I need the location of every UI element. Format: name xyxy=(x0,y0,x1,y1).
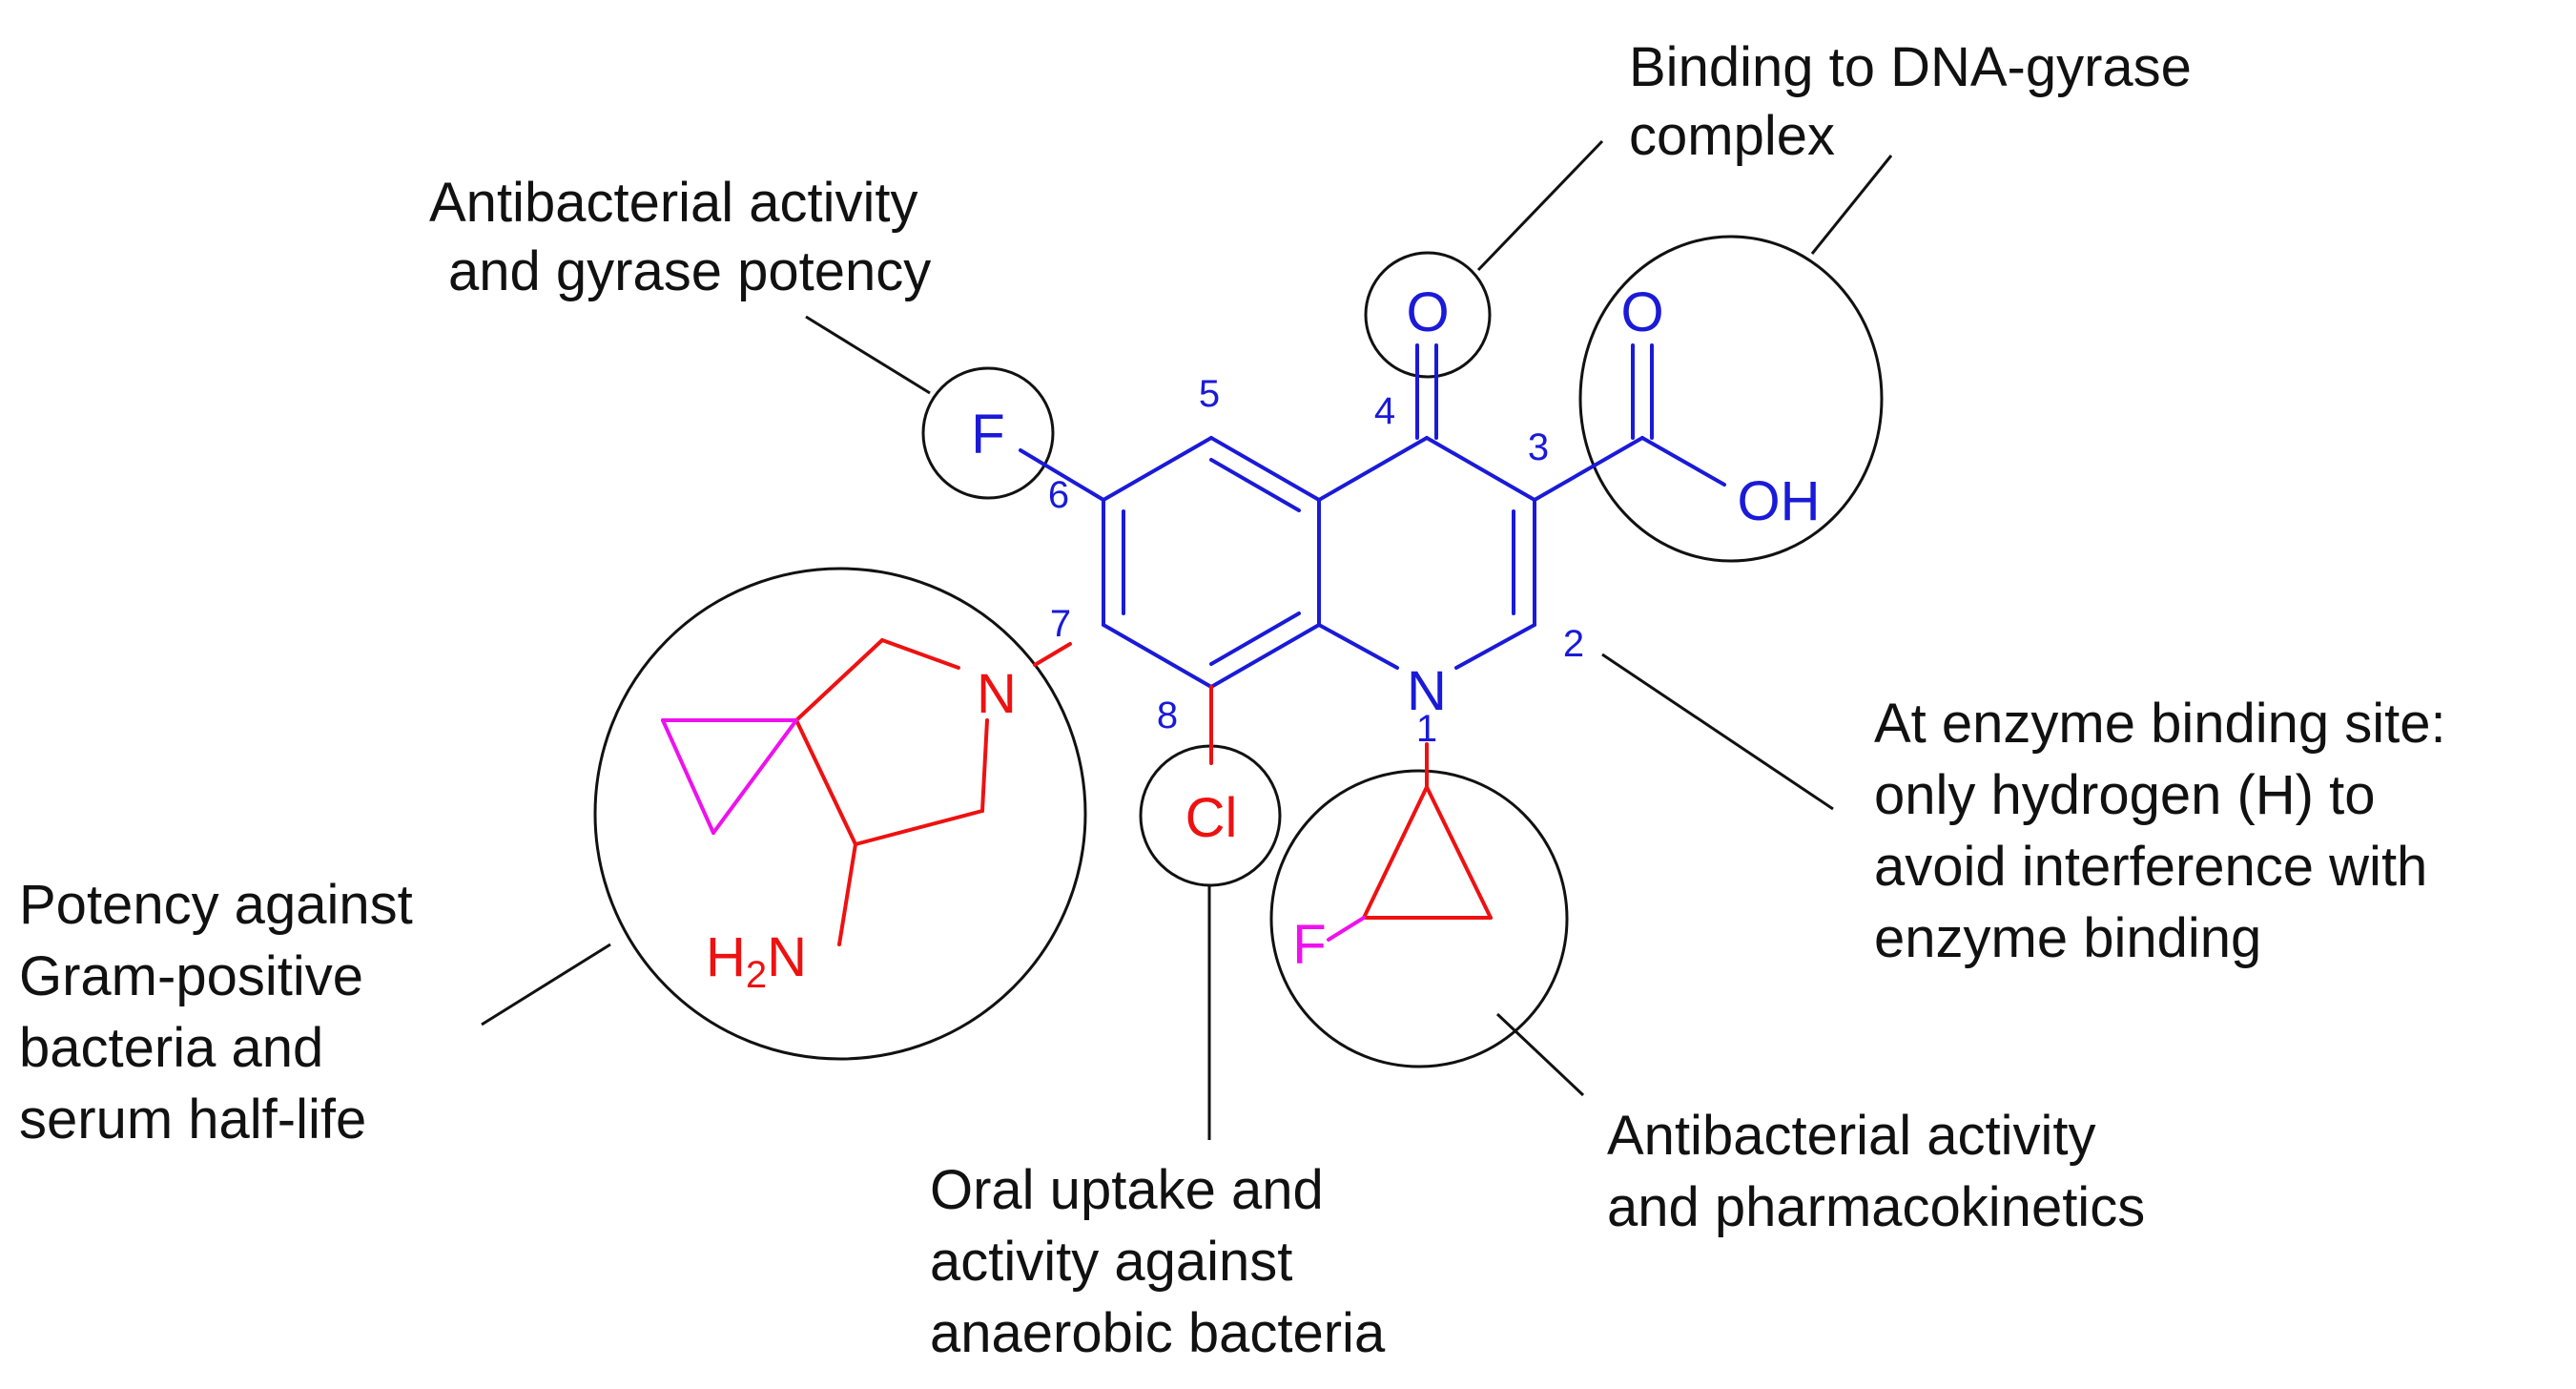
leader-lines xyxy=(481,139,1893,1140)
atom-ring-nitrogen: N xyxy=(1407,660,1447,722)
atom-labels: O O OH F N N Cl F H2N xyxy=(706,281,1821,996)
quinolone-core xyxy=(1019,343,1726,689)
position-number-4: 4 xyxy=(1374,390,1395,432)
atom-fluorine-c6: F xyxy=(971,404,1004,466)
position-number-6: 6 xyxy=(1048,474,1069,516)
c7-substituent-circle xyxy=(593,567,1087,1061)
position-number-3: 3 xyxy=(1528,426,1549,468)
fluorine-c6-circle xyxy=(921,366,1055,500)
atom-keto-oxygen: O xyxy=(1406,281,1449,343)
n1-substituent-circle xyxy=(1269,769,1569,1068)
position-number-1: 1 xyxy=(1416,708,1437,750)
caption-c2-hydrogen: At enzyme binding site: only hydrogen (H… xyxy=(1874,693,2462,969)
leader-keto xyxy=(1476,139,1604,272)
position-number-7: 7 xyxy=(1050,603,1071,645)
position-number-2: 2 xyxy=(1563,623,1584,665)
caption-c6-fluorine: Antibacterial activity and gyrase potenc… xyxy=(429,172,934,302)
leader-c2 xyxy=(1601,653,1834,811)
atom-fluorine-cyclopropyl: F xyxy=(1292,914,1326,976)
caption-n1-substituent: Antibacterial activity and pharmacokinet… xyxy=(1607,1105,2145,1238)
position-numbers: 1 2 3 4 5 6 7 8 xyxy=(1048,373,1584,750)
keto-circle xyxy=(1364,251,1492,379)
atom-acid-oxygen: O xyxy=(1620,281,1663,343)
atom-amine-nitrogen: N xyxy=(977,663,1017,725)
atom-chlorine: Cl xyxy=(1185,787,1238,849)
c7-substituent xyxy=(794,638,1493,946)
position-number-5: 5 xyxy=(1199,373,1220,415)
accent-bonds xyxy=(661,718,1366,942)
caption-c7-substituent: Potency against Gram-positive bacteria a… xyxy=(19,874,428,1151)
position-number-8: 8 xyxy=(1157,694,1178,736)
atom-amine-group: H2N xyxy=(706,926,807,996)
caption-c8-chlorine: Oral uptake and activity against anaerob… xyxy=(930,1159,1386,1364)
atom-hydroxyl: OH xyxy=(1738,470,1821,532)
caption-dna-gyrase: Binding to DNA-gyrase complex xyxy=(1629,36,2207,167)
leader-c7 xyxy=(481,943,611,1026)
annotations: Binding to DNA-gyrase complex Antibacter… xyxy=(19,36,2462,1364)
leader-fluorine-c6 xyxy=(805,315,931,395)
leader-carboxyl xyxy=(1810,155,1893,255)
leader-n1 xyxy=(1495,1012,1585,1097)
carboxyl-circle xyxy=(1578,235,1884,563)
